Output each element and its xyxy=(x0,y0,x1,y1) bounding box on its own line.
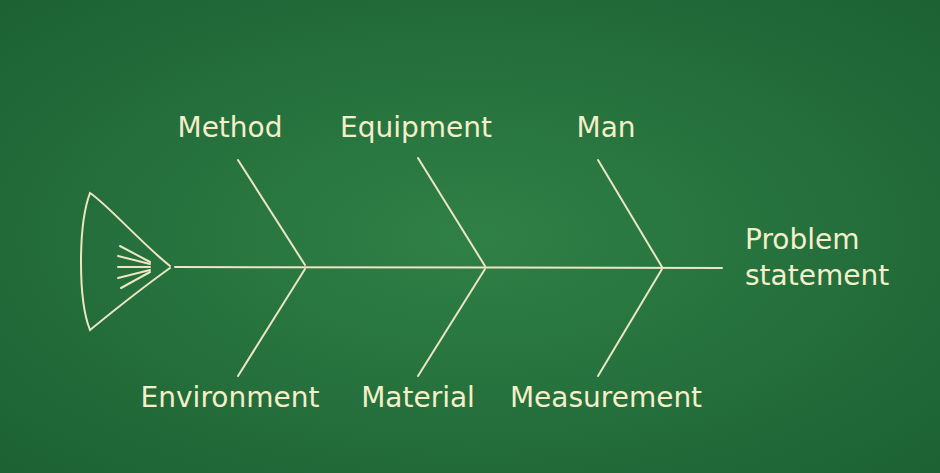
fish-tail xyxy=(81,193,170,330)
bone xyxy=(598,160,662,267)
category-label: Method xyxy=(177,110,282,146)
tail-ray xyxy=(121,272,150,288)
problem-statement: Problem statement xyxy=(745,222,925,295)
category-label: Equipment xyxy=(340,110,492,146)
category-label: Material xyxy=(361,380,475,416)
tail-ray xyxy=(118,266,150,268)
spine xyxy=(175,267,722,268)
bone xyxy=(598,269,662,376)
category-label: Man xyxy=(576,110,635,146)
bone xyxy=(238,160,305,265)
bone xyxy=(418,158,485,266)
category-label: Environment xyxy=(141,380,320,416)
tail-ray xyxy=(118,256,150,264)
category-label: Measurement xyxy=(510,380,702,416)
fish-skeleton xyxy=(81,158,722,376)
bone xyxy=(238,269,305,376)
bone xyxy=(418,269,485,376)
